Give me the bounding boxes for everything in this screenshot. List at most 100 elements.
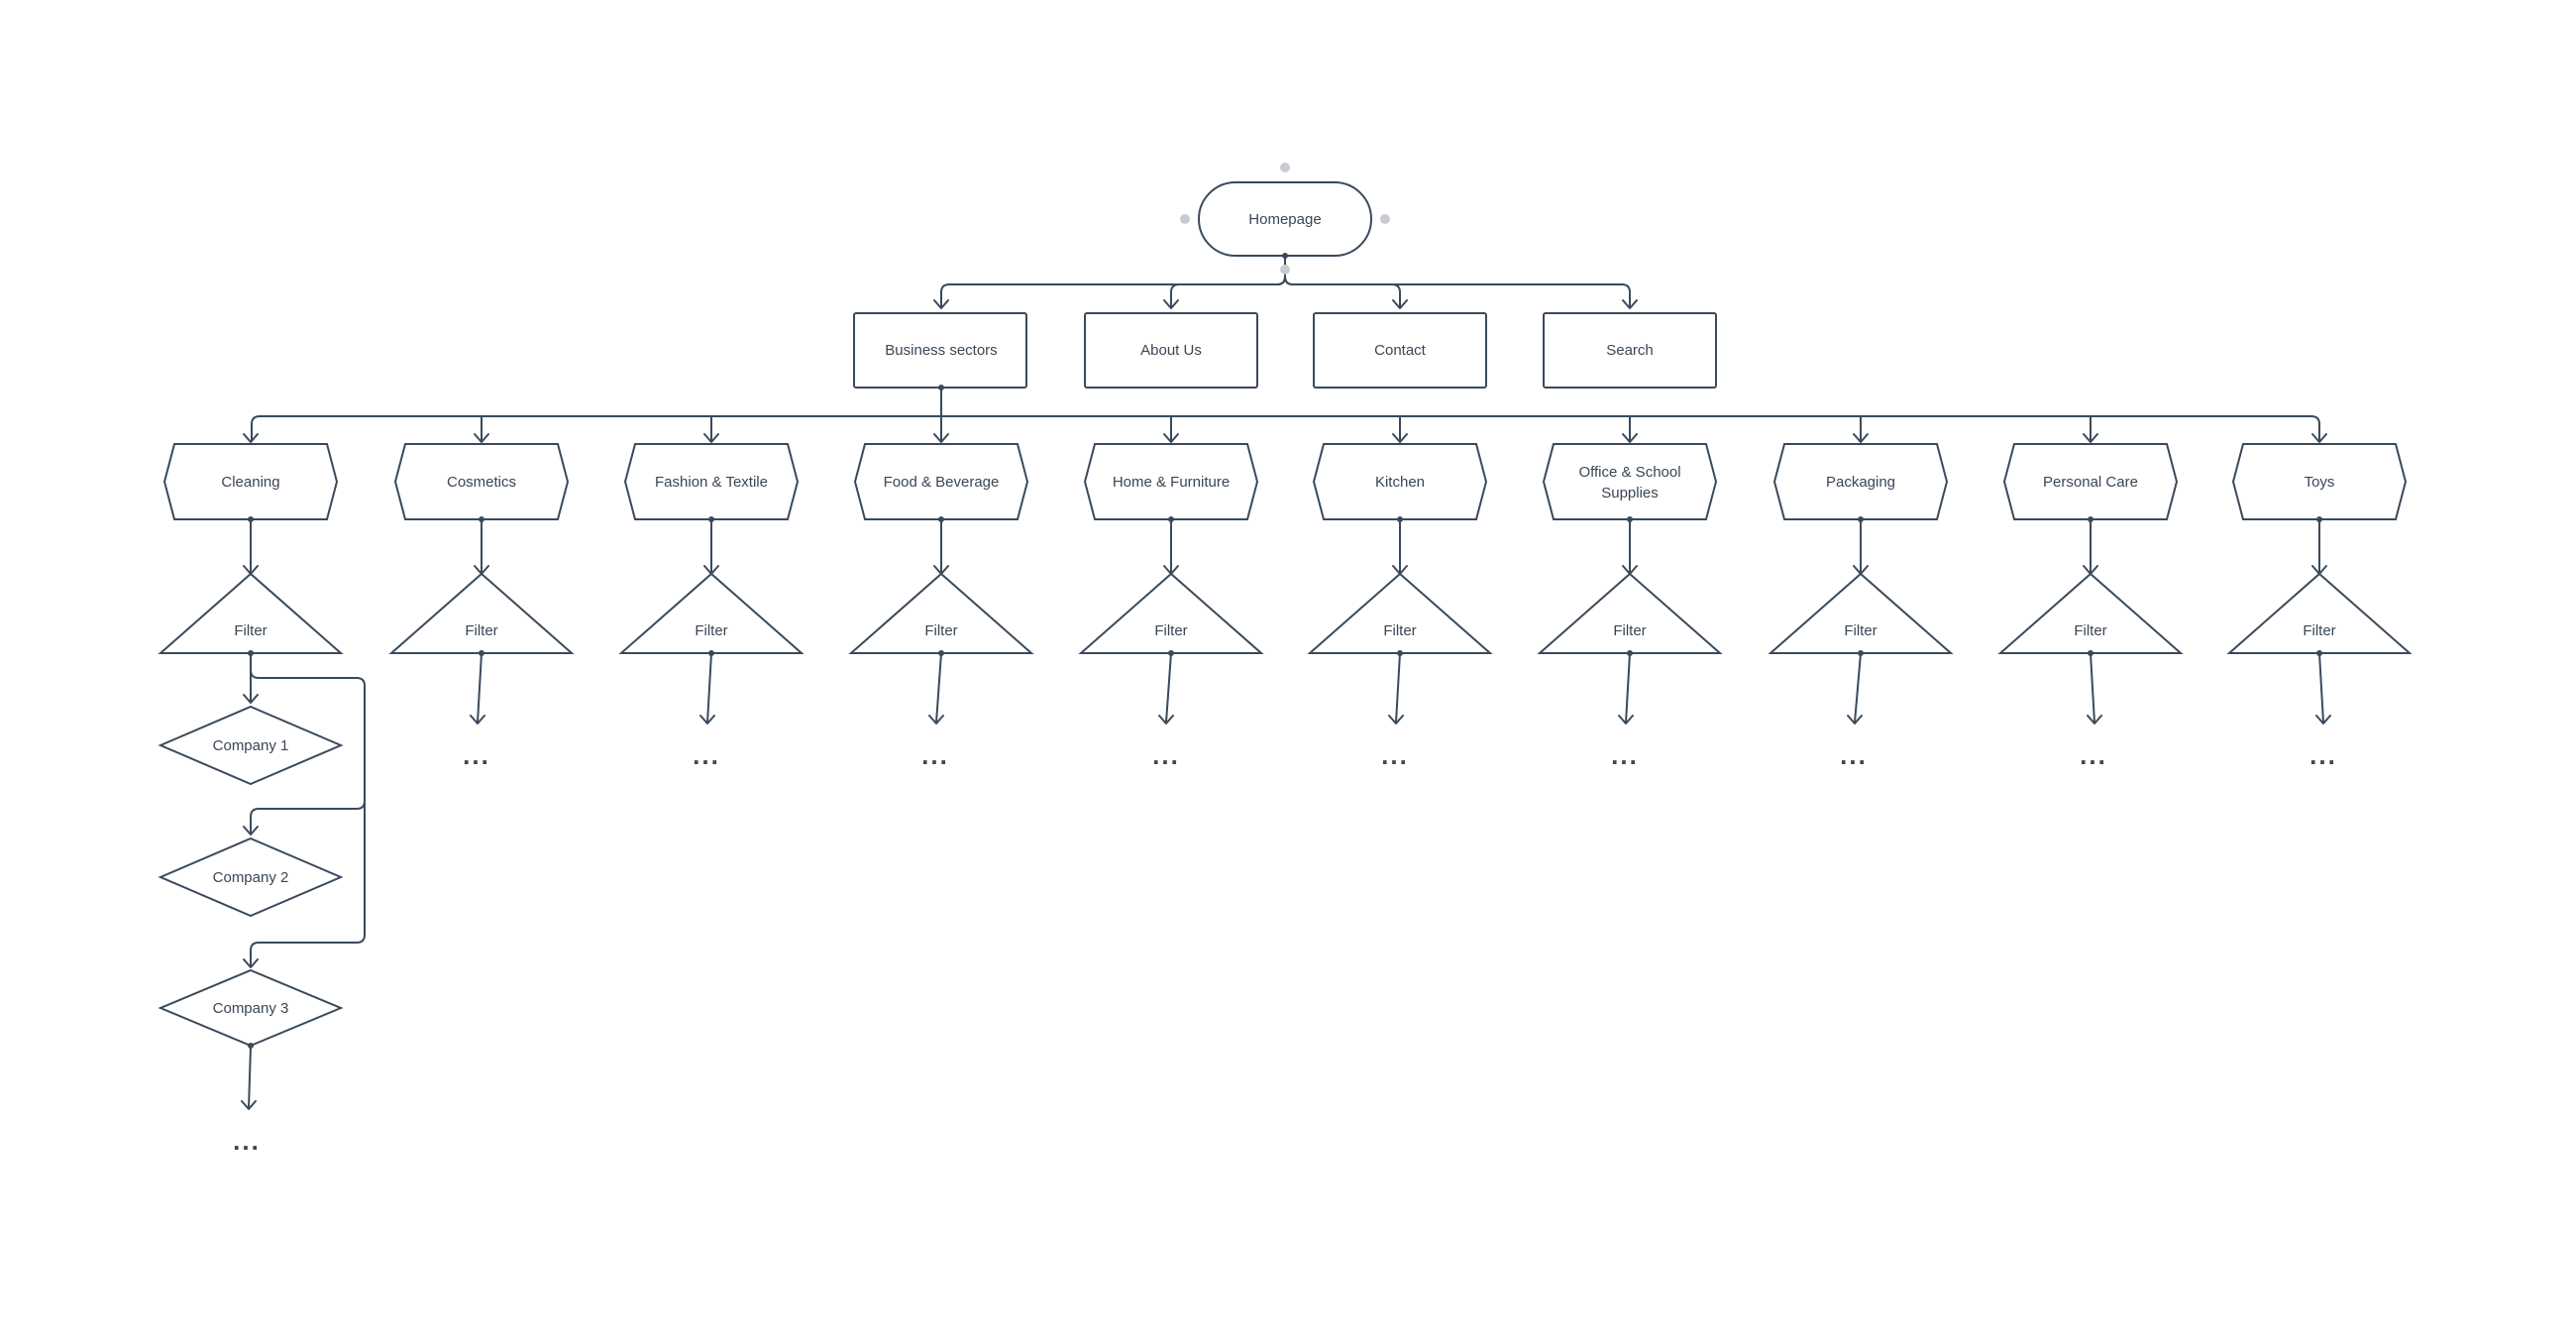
handle-left[interactable] bbox=[1180, 214, 1190, 224]
arrow-search bbox=[1622, 299, 1638, 309]
sector-column-personal-care: Personal CareFilter... bbox=[1997, 443, 2184, 770]
node-about-us[interactable]: About Us bbox=[1084, 312, 1258, 389]
handle-top[interactable] bbox=[1280, 163, 1290, 172]
arrow-filter-cosmetics-more bbox=[470, 715, 485, 725]
edge-homepage-contact bbox=[1284, 276, 1401, 308]
contact-label: Contact bbox=[1374, 342, 1427, 359]
edge-filter-company2 bbox=[250, 800, 366, 835]
home-and-furniture-shape bbox=[1083, 443, 1259, 520]
node-company-2[interactable]: Company 2 bbox=[158, 837, 344, 918]
node-contact[interactable]: Contact bbox=[1313, 312, 1487, 389]
filter-food-and-beverage[interactable]: Filter bbox=[848, 572, 1034, 654]
arrow-food-and-beverage bbox=[933, 433, 949, 443]
node-company-3[interactable]: Company 3 bbox=[158, 968, 344, 1048]
filter-toys[interactable]: Filter bbox=[2226, 572, 2413, 654]
filter-cosmetics[interactable]: Filter bbox=[388, 572, 575, 654]
sector-drop-lines bbox=[243, 415, 2327, 443]
arrow-company2 bbox=[243, 826, 259, 836]
filter-packaging[interactable]: Filter bbox=[1768, 572, 1954, 654]
arrow-filter-personal-care-more bbox=[2087, 715, 2102, 725]
ellipsis-toys: ... bbox=[2309, 740, 2337, 770]
node-cleaning[interactable]: Cleaning bbox=[162, 443, 339, 520]
cosmetics-shape bbox=[393, 443, 570, 520]
arrow-company1 bbox=[243, 694, 259, 704]
filter-cleaning[interactable]: Filter bbox=[158, 572, 344, 654]
search-shape bbox=[1543, 312, 1717, 389]
filter-personal-care[interactable]: Filter bbox=[1997, 572, 2184, 654]
node-toys[interactable]: Toys bbox=[2231, 443, 2408, 520]
node-personal-care[interactable]: Personal Care bbox=[2002, 443, 2179, 520]
business-sectors-connection-point bbox=[938, 385, 944, 391]
arrow-business bbox=[933, 299, 949, 309]
edge-business-sector-bus bbox=[251, 387, 2320, 442]
about-us-label: About Us bbox=[1140, 342, 1202, 359]
ellipsis-office-and-school-supplies: ... bbox=[1611, 740, 1639, 770]
edge-company3-more bbox=[248, 1046, 252, 1109]
ellipsis-food-and-beverage: ... bbox=[921, 740, 949, 770]
office-and-school-supplies-label-line-1: Office & School bbox=[1578, 464, 1680, 481]
filter-cleaning-shape bbox=[158, 572, 344, 654]
homepage-label: Homepage bbox=[1248, 211, 1321, 228]
node-packaging[interactable]: Packaging bbox=[1772, 443, 1949, 520]
node-kitchen[interactable]: Kitchen bbox=[1312, 443, 1488, 520]
node-business-sectors[interactable]: Business sectors bbox=[853, 312, 1027, 389]
about-us-shape bbox=[1084, 312, 1258, 389]
edge-homepage-about bbox=[1170, 276, 1286, 308]
filter-home-and-furniture-shape bbox=[1078, 572, 1264, 654]
filter-office-and-school-supplies[interactable]: Filter bbox=[1537, 572, 1723, 654]
top-level-nodes: Business sectors About Us Contact Search bbox=[853, 312, 1717, 391]
node-fashion-and-textile[interactable]: Fashion & Textile bbox=[623, 443, 800, 520]
company-nodes: Company 1 Company 2 Company 3 ... bbox=[158, 705, 344, 1156]
food-and-beverage-shape bbox=[853, 443, 1029, 520]
sector-column-toys: ToysFilter... bbox=[2226, 443, 2413, 770]
node-food-and-beverage[interactable]: Food & Beverage bbox=[853, 443, 1029, 520]
company-2-label: Company 2 bbox=[213, 869, 289, 886]
homepage-node[interactable]: Homepage bbox=[1198, 181, 1372, 257]
ellipsis-kitchen: ... bbox=[1381, 740, 1409, 770]
filter-kitchen-shape bbox=[1307, 572, 1493, 654]
toys-label: Toys bbox=[2305, 474, 2335, 491]
filter-packaging-label: Filter bbox=[1844, 622, 1877, 639]
filter-cleaning-connection-point bbox=[248, 650, 254, 656]
personal-care-label: Personal Care bbox=[2043, 474, 2138, 491]
filter-kitchen-label: Filter bbox=[1383, 622, 1416, 639]
node-home-and-furniture[interactable]: Home & Furniture bbox=[1083, 443, 1259, 520]
arrow-filter-kitchen-more bbox=[1388, 715, 1404, 725]
arrow-company3-more bbox=[241, 1100, 257, 1110]
node-search[interactable]: Search bbox=[1543, 312, 1717, 389]
arrow-cosmetics bbox=[474, 433, 489, 443]
personal-care-shape bbox=[2002, 443, 2179, 520]
ellipsis-personal-care: ... bbox=[2080, 740, 2107, 770]
arrow-office-and-school-supplies bbox=[1622, 433, 1638, 443]
edge-filter-fashion-and-textile-more bbox=[706, 652, 712, 724]
packaging-label: Packaging bbox=[1826, 474, 1895, 491]
edge-filter-packaging-more bbox=[1854, 652, 1862, 724]
arrow-filter-packaging-more bbox=[1847, 715, 1863, 725]
home-and-furniture-label: Home & Furniture bbox=[1113, 474, 1230, 491]
arrow-filter-office-and-school-supplies-more bbox=[1618, 715, 1634, 725]
filter-office-and-school-supplies-shape bbox=[1537, 572, 1723, 654]
filter-fashion-and-textile[interactable]: Filter bbox=[618, 572, 805, 654]
toys-shape bbox=[2231, 443, 2408, 520]
filter-home-and-furniture[interactable]: Filter bbox=[1078, 572, 1264, 654]
filter-personal-care-label: Filter bbox=[2074, 622, 2106, 639]
arrow-about bbox=[1163, 299, 1179, 309]
selection-handles[interactable] bbox=[1180, 163, 1390, 275]
node-company-1[interactable]: Company 1 bbox=[158, 705, 344, 786]
handle-right[interactable] bbox=[1380, 214, 1390, 224]
filter-cleaning-label: Filter bbox=[234, 622, 267, 639]
kitchen-label: Kitchen bbox=[1375, 474, 1425, 491]
handle-bottom[interactable] bbox=[1280, 265, 1290, 275]
ellipsis-fashion-and-textile: ... bbox=[693, 740, 720, 770]
office-and-school-supplies-shape bbox=[1542, 443, 1718, 520]
sector-column-cosmetics: CosmeticsFilter... bbox=[388, 443, 575, 770]
arrow-kitchen bbox=[1392, 433, 1408, 443]
filter-kitchen[interactable]: Filter bbox=[1307, 572, 1493, 654]
node-cosmetics[interactable]: Cosmetics bbox=[393, 443, 570, 520]
arrow-filter-toys-more bbox=[2315, 715, 2331, 725]
arrow-packaging bbox=[1853, 433, 1869, 443]
sector-column-home-and-furniture: Home & FurnitureFilter... bbox=[1078, 443, 1264, 770]
